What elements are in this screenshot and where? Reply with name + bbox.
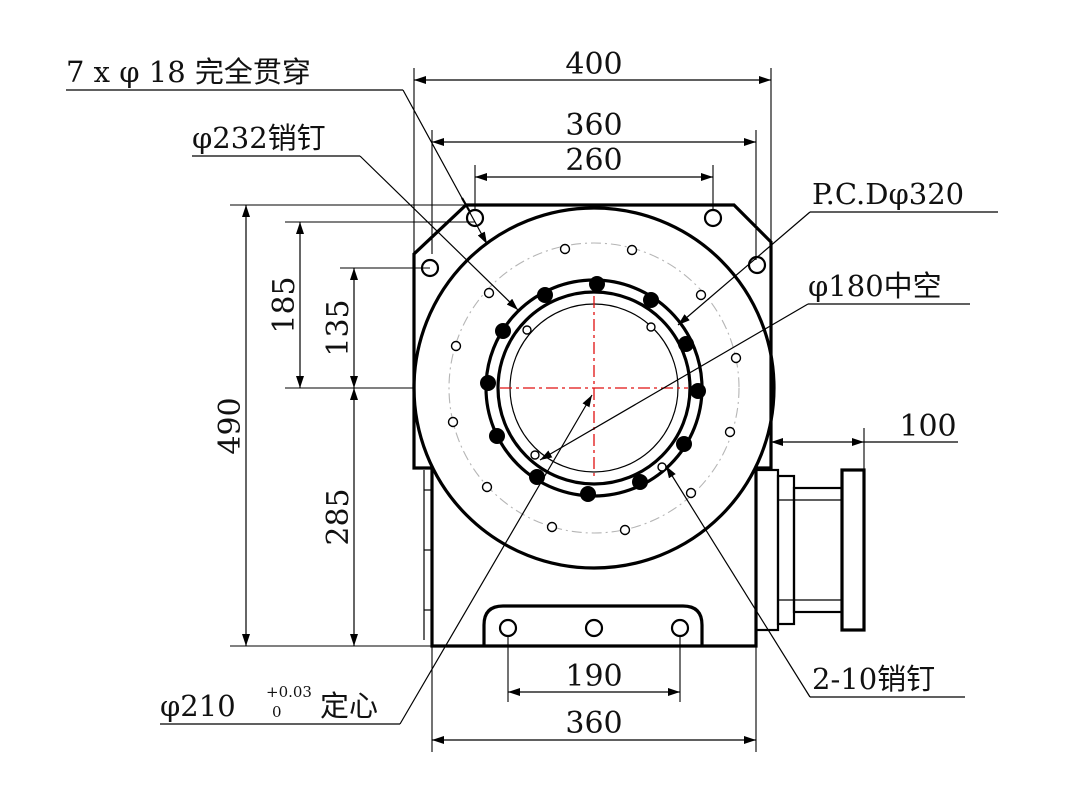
dim-100: 100 — [771, 409, 958, 470]
dim-285: 285 — [321, 388, 358, 646]
dim-135-label: 135 — [321, 299, 356, 356]
dim-190-label: 190 — [565, 659, 622, 694]
callout-locate-suffix: 定心 — [320, 689, 378, 723]
dim-360-top-label: 360 — [565, 108, 622, 143]
dim-400: 400 — [413, 47, 772, 254]
callout-through-holes: 7 x φ 18 完全贯穿 — [66, 55, 488, 245]
dim-490: 490 — [213, 204, 466, 647]
pcd-small-holes — [447, 243, 742, 536]
bore-bolt-circle — [480, 276, 706, 502]
callout-pin2-label: 2-10销钉 — [812, 662, 935, 696]
corner-hole-top-right — [703, 208, 723, 228]
callout-pin232-label: φ232销钉 — [192, 121, 326, 155]
callout-hollow: φ180中空 — [539, 269, 970, 461]
pin-hole-2 — [657, 462, 667, 472]
dim-260-label: 260 — [565, 143, 622, 178]
bottom-hole-middle — [584, 618, 604, 638]
dim-360-bottom: 360 — [431, 646, 757, 752]
callout-hollow-label: φ180中空 — [808, 269, 942, 303]
hollow-bore-180 — [496, 290, 692, 486]
dim-285-label: 285 — [321, 488, 356, 545]
dim-190: 190 — [507, 636, 681, 702]
dim-400-label: 400 — [565, 47, 622, 82]
bottom-hole-right — [670, 618, 690, 638]
callout-through-holes-label: 7 x φ 18 完全贯穿 — [66, 55, 311, 89]
callout-locate-tol-upper: +0.03 — [266, 683, 312, 701]
callout-pcd: P.C.Dφ320 — [677, 177, 998, 326]
dim-100-label: 100 — [899, 409, 956, 444]
housing-outline — [412, 203, 773, 648]
dim-360-top: 360 — [431, 108, 757, 260]
dim-360-bottom-label: 360 — [565, 706, 622, 741]
motor-flange — [754, 468, 866, 632]
pin-hole — [522, 325, 532, 335]
callout-locate-tol-lower: 0 — [272, 703, 282, 721]
callout-pin2: 2-10销钉 — [665, 465, 965, 698]
dim-185-label: 185 — [267, 276, 302, 333]
callout-pin232: φ232销钉 — [192, 121, 519, 311]
dim-490-label: 490 — [213, 397, 248, 454]
callout-locate-label: φ210 — [160, 689, 236, 723]
corner-hole-mid-right — [747, 255, 767, 275]
dim-260: 260 — [474, 143, 714, 210]
callout-pcd-label: P.C.Dφ320 — [812, 177, 964, 211]
bottom-mount-slot — [482, 604, 704, 646]
pcd-circle — [448, 242, 740, 534]
dim-185: 185 — [267, 221, 475, 389]
callout-locate: φ210 +0.03 0 定心 — [160, 394, 593, 725]
bottom-hole-left — [498, 618, 518, 638]
dim-135: 135 — [321, 267, 430, 388]
